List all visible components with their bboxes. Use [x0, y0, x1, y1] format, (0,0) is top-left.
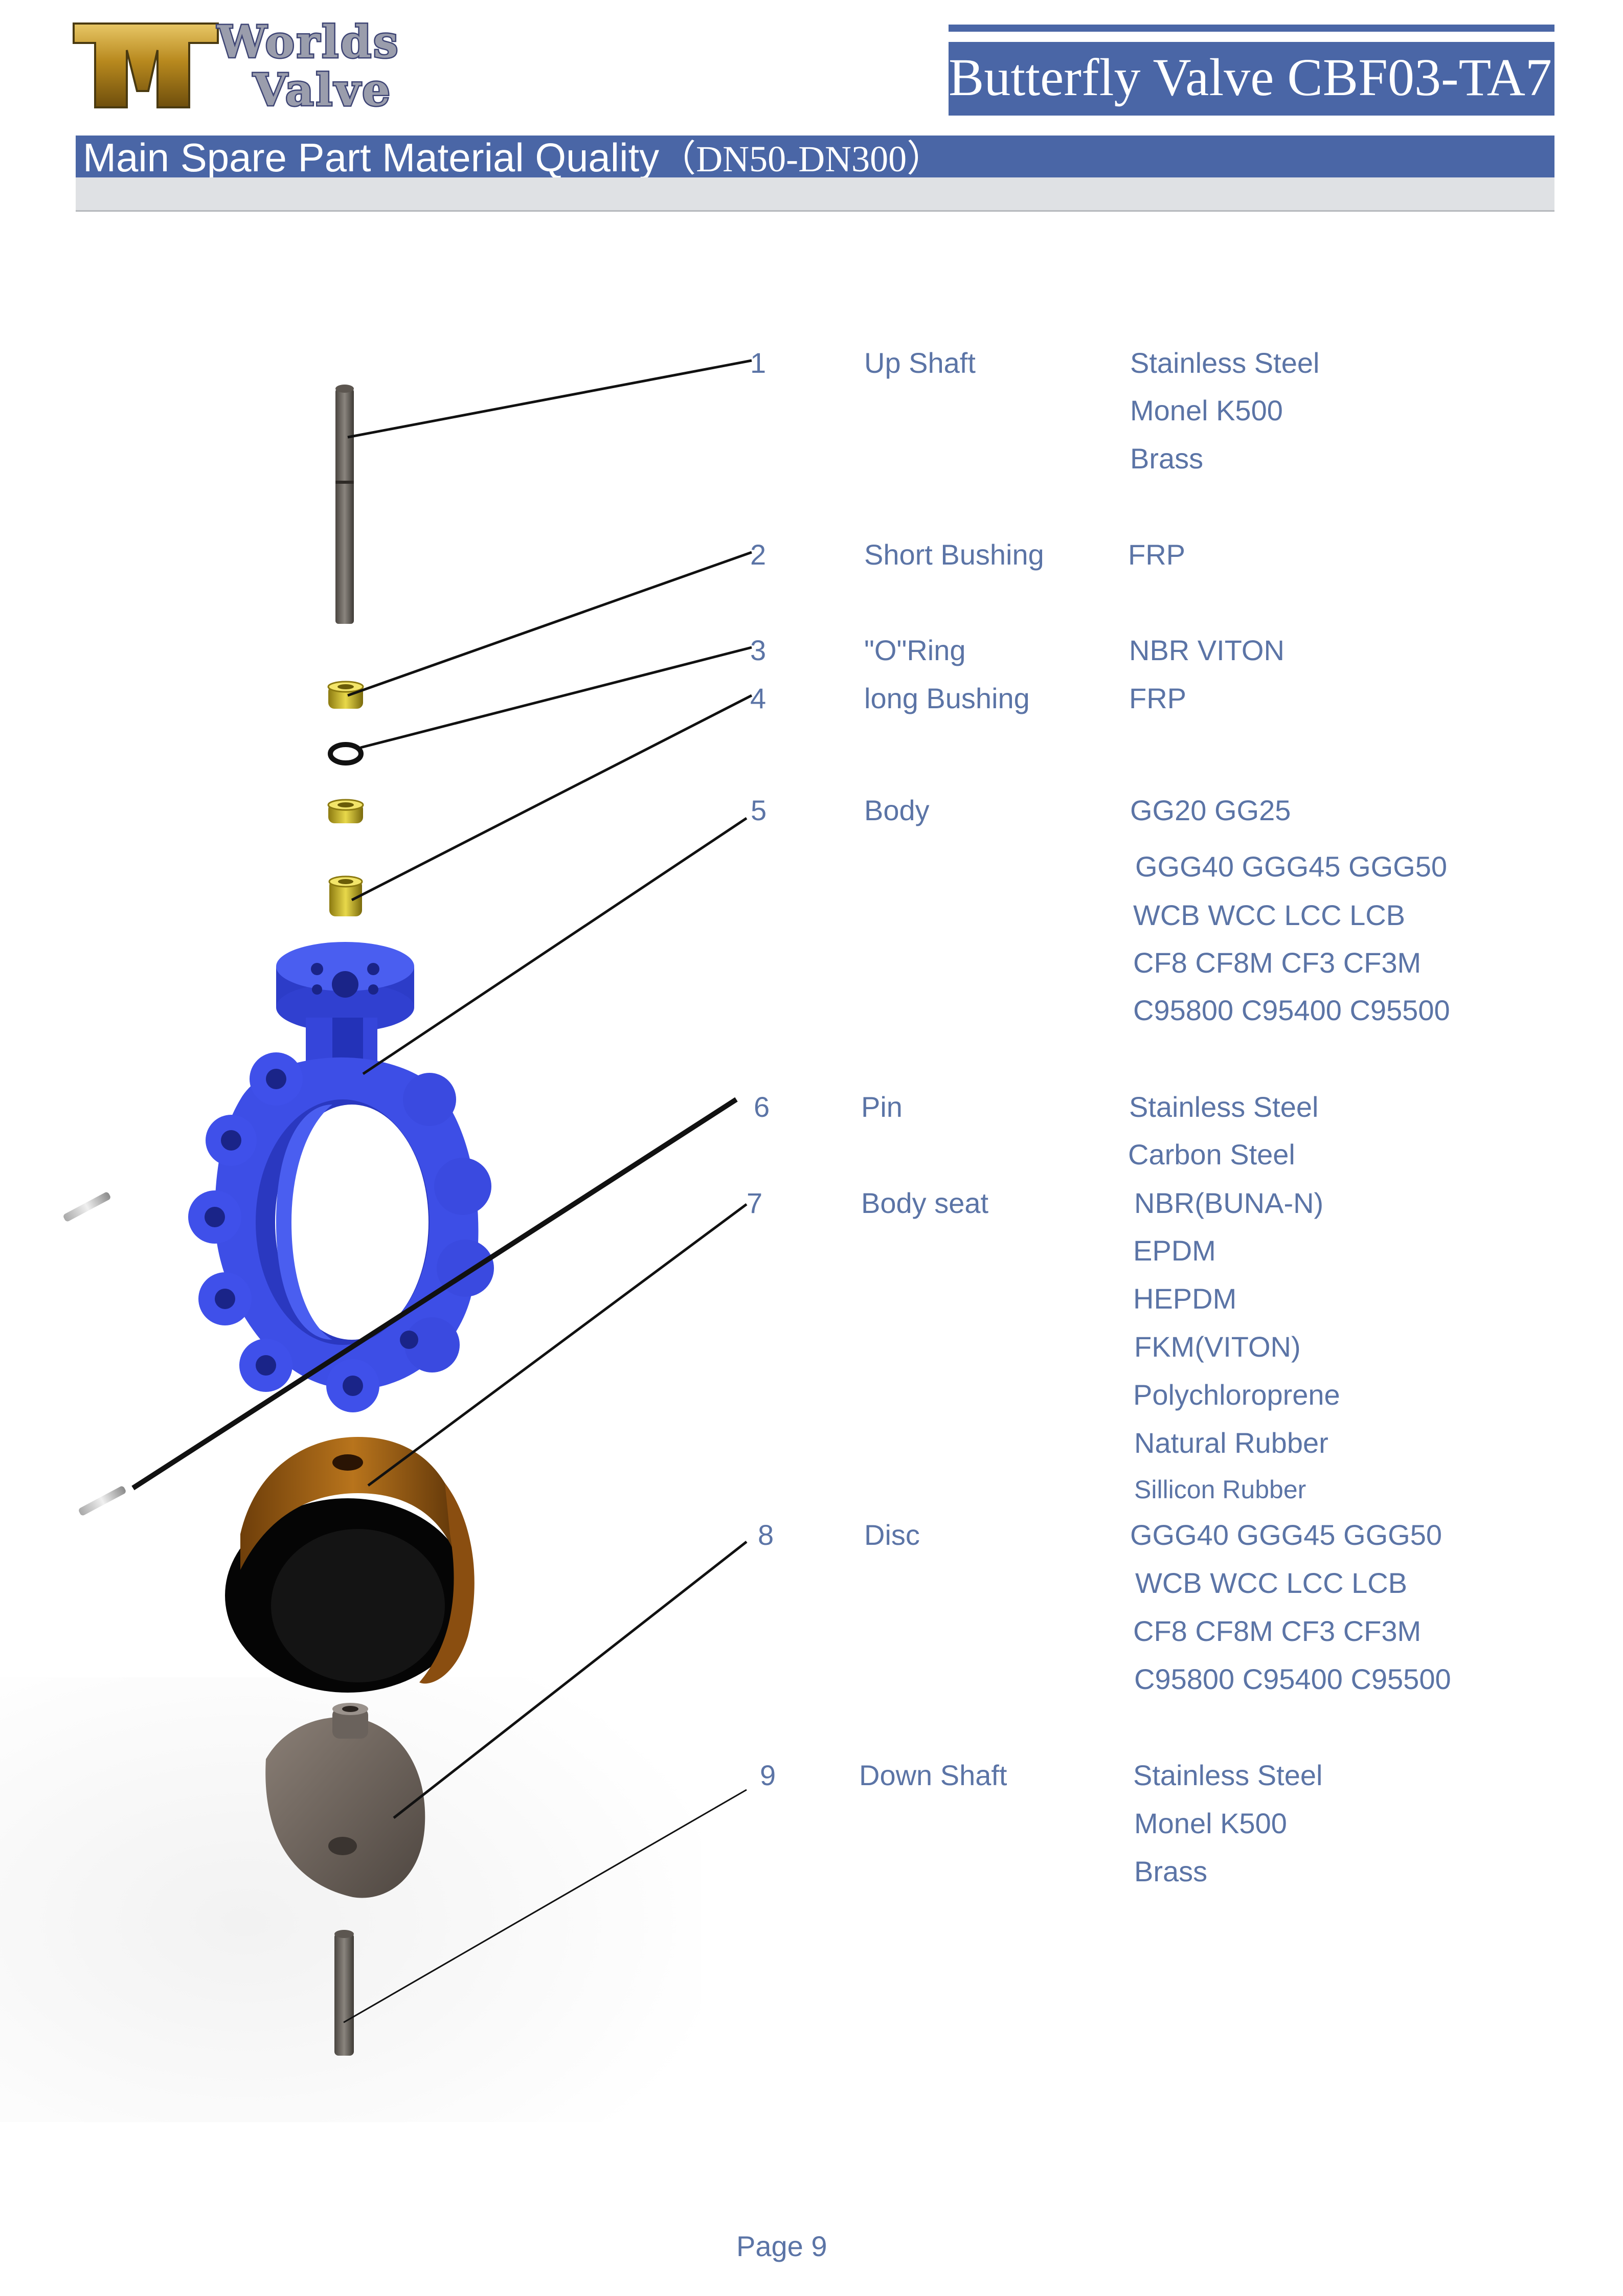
part-number: 8 — [758, 1519, 774, 1551]
pin-lower-part — [79, 1486, 126, 1516]
part-material: HEPDM — [1133, 1282, 1237, 1315]
part-number: 5 — [751, 794, 767, 826]
valve-body-part — [188, 942, 494, 1412]
document-title-box: Butterfly Valve CBF03-TA71 — [949, 25, 1579, 116]
part-name: Disc — [864, 1519, 920, 1551]
part-material: Natural Rubber — [1134, 1427, 1328, 1459]
part-name: long Bushing — [864, 682, 1030, 714]
long-bushing-part — [328, 875, 363, 916]
section-title-text: Main Spare Part Material Quality — [83, 135, 660, 180]
part-material: GG20 GG25 — [1130, 794, 1291, 826]
leader-line-1 — [347, 359, 752, 439]
long-bushing-ring-part — [327, 799, 364, 823]
leader-line-8 — [393, 1541, 748, 1819]
part-material: C95800 C95400 C95500 — [1133, 994, 1450, 1026]
part-material: CF8 CF8M CF3 CF3M — [1133, 947, 1422, 979]
exploded-view-illustration — [0, 359, 753, 2122]
part-material: Stainless Steel — [1130, 347, 1320, 379]
down-shaft-part — [334, 1930, 354, 2056]
part-material: EPDM — [1133, 1234, 1216, 1267]
part-material: C95800 C95400 C95500 — [1134, 1663, 1451, 1695]
part-material: WCB WCC LCC LCB — [1133, 899, 1406, 931]
logo-wordmark-valve: Valve — [252, 64, 392, 116]
part-material: FRP — [1129, 682, 1186, 714]
part-material: NBR(BUNA-N) — [1134, 1187, 1324, 1219]
part-name: "O"Ring — [864, 634, 966, 666]
leader-line-9 — [343, 1789, 747, 2023]
part-number: 2 — [750, 538, 767, 571]
part-name: Short Bushing — [864, 538, 1044, 571]
part-material: GGG40 GGG45 GGG50 — [1135, 850, 1448, 883]
section-title: Main Spare Part Material Quality（DN50-DN… — [83, 137, 943, 180]
part-material: Monel K500 — [1134, 1807, 1287, 1839]
leader-line-4 — [351, 694, 753, 902]
part-material: FRP — [1128, 538, 1185, 571]
disc-part — [265, 1703, 425, 1898]
leader-line-3 — [360, 646, 752, 749]
leader-lines — [131, 359, 753, 2023]
part-material: Brass — [1130, 442, 1204, 475]
part-material: CF8 CF8M CF3 CF3M — [1133, 1615, 1422, 1647]
part-number: 6 — [754, 1091, 770, 1123]
leader-line-2 — [347, 551, 752, 697]
part-name: Down Shaft — [859, 1759, 1007, 1791]
leader-line-6 — [131, 1097, 738, 1491]
logo-wordmark-worlds: Worlds — [216, 16, 400, 68]
leader-line-7 — [367, 1203, 748, 1487]
part-material: Stainless Steel — [1129, 1091, 1319, 1123]
section-header-band: Main Spare Part Material Quality（DN50-DN… — [76, 136, 1554, 180]
part-material: Brass — [1134, 1855, 1208, 1887]
part-material: Carbon Steel — [1128, 1138, 1295, 1170]
part-name: Body — [864, 794, 930, 826]
part-name: Pin — [861, 1091, 903, 1123]
part-number: 7 — [747, 1187, 763, 1219]
part-material: WCB WCC LCC LCB — [1135, 1567, 1408, 1599]
up-shaft-part — [335, 385, 354, 624]
part-name: Up Shaft — [864, 347, 976, 379]
part-material: GGG40 GGG45 GGG50 — [1130, 1519, 1442, 1551]
part-material: Stainless Steel — [1133, 1759, 1323, 1791]
page-number: Page 9 — [736, 2230, 827, 2262]
part-name: Body seat — [861, 1187, 989, 1219]
part-number: 3 — [750, 634, 767, 666]
part-material: Monel K500 — [1130, 394, 1283, 426]
part-material: Polychloroprene — [1133, 1379, 1340, 1411]
part-material: NBR VITON — [1129, 634, 1284, 666]
part-number: 4 — [750, 682, 767, 714]
part-material: Sillicon Rubber — [1134, 1475, 1306, 1504]
o-ring-part — [328, 742, 364, 766]
section-subband — [76, 177, 1554, 212]
body-seat-part — [225, 1437, 475, 1693]
part-material: FKM(VITON) — [1134, 1331, 1301, 1363]
title-rule — [949, 25, 1554, 32]
pin-upper-part — [63, 1192, 110, 1222]
document-title: Butterfly Valve CBF03-TA71 — [949, 48, 1579, 107]
leader-line-5 — [362, 817, 748, 1075]
section-title-range: （DN50-DN300） — [659, 139, 944, 179]
part-number: 1 — [750, 347, 767, 379]
short-bushing-part — [327, 681, 364, 709]
title-band — [949, 42, 1554, 116]
part-number: 9 — [760, 1759, 776, 1791]
company-logo-mark — [73, 22, 219, 108]
